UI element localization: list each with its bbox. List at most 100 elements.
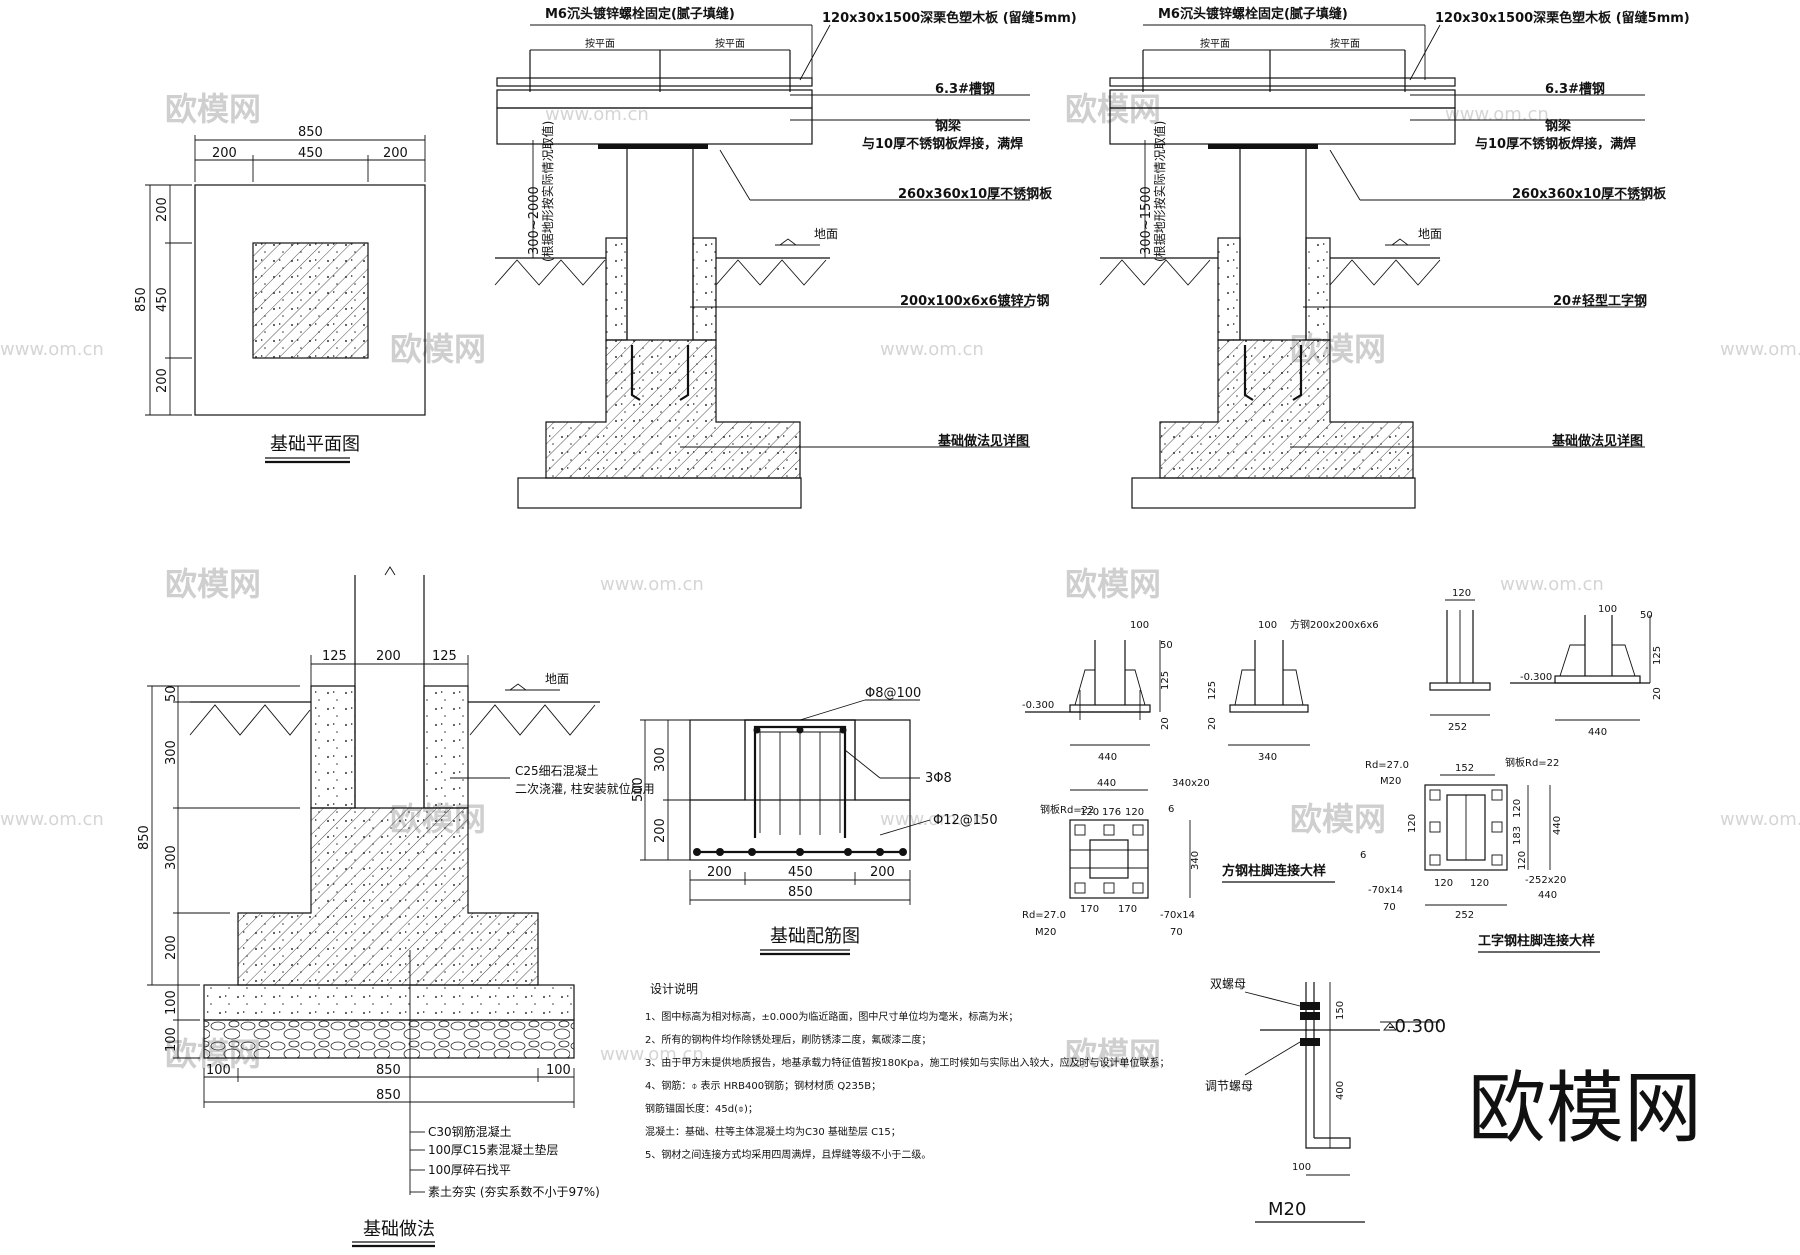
- ibeam-dim: 120: [1452, 588, 1471, 599]
- watermark-url: www.om.cn: [880, 339, 984, 360]
- section-a-height-note: (根据地形按实际情况取值): [540, 121, 555, 262]
- watermark-url: www.om.cn: [1445, 104, 1549, 125]
- square-label: Rd=27.0: [1022, 910, 1066, 921]
- plan-dim: 450: [155, 287, 170, 312]
- notes-item: 5、钢材之间连接方式均采用四周满焊，且焊缝等级不小于二级。: [645, 1148, 931, 1161]
- rebar-detail: Φ8@100 3Φ8 Φ12@150 500 300 200 200 450 2…: [631, 686, 998, 956]
- ibeam-label: -252x20: [1525, 875, 1566, 886]
- ibeam-column-detail: 120 252 -0.300 100 50 125 20 440 152 Rd=…: [1360, 588, 1663, 953]
- ibeam-dim: 120: [1407, 814, 1418, 833]
- watermark-brand: 欧模网: [390, 330, 486, 368]
- ibeam-dim: 70: [1383, 902, 1396, 913]
- section-a-column-label: 200x100x6x6镀锌方钢: [900, 293, 1050, 309]
- watermark-big-brand: 欧模网: [1468, 1064, 1702, 1154]
- ibeam-level: -0.300: [1520, 672, 1552, 683]
- foundation-left-dim: 300: [164, 845, 179, 870]
- rebar-label-top: Φ8@100: [865, 686, 921, 701]
- watermarks: 欧模网 欧模网 欧模网 欧模网 欧模网 欧模网 欧模网 欧模网 欧模网 欧模网 …: [0, 90, 1800, 1154]
- square-dim: 340: [1258, 752, 1277, 763]
- square-dim: 20: [1207, 717, 1218, 730]
- section-a-ground: 地面: [814, 227, 838, 241]
- square-dim: 170: [1118, 904, 1137, 915]
- plan-dim: 200: [212, 146, 237, 161]
- foundation-left-total: 850: [137, 825, 152, 850]
- square-dim: 340x20: [1172, 778, 1210, 789]
- square-dim: 170: [1080, 904, 1099, 915]
- section-a-board-label: 120x30x1500深栗色塑木板 (留缝5mm): [822, 10, 1077, 26]
- plan-total-dim: 850: [134, 287, 149, 312]
- foundation-plan: 850 200 450 200 850 200 450 200 基础平面图: [134, 125, 426, 464]
- square-dim: 125: [1160, 671, 1171, 690]
- section-a-beam-label: 钢梁: [935, 118, 962, 134]
- watermark-brand: 欧模网: [165, 565, 261, 603]
- watermark-url: www.om.cn: [1720, 339, 1800, 360]
- deck-dim-label: 按平面: [585, 37, 615, 50]
- section-b-height-note: (根据地形按实际情况取值): [1152, 121, 1167, 262]
- foundation-layer: 素土夯实 (夯实系数不小于97%): [428, 1184, 600, 1199]
- bolt-dim: 100: [1292, 1162, 1311, 1173]
- ibeam-dim: 252: [1455, 910, 1474, 921]
- watermark-url: www.om.cn: [880, 809, 984, 830]
- plan-title: 基础平面图: [270, 434, 360, 455]
- section-a-channel-label: 6.3#槽钢: [935, 81, 995, 97]
- foundation-bottom-dim: 100: [206, 1063, 231, 1078]
- ibeam-dim: 183: [1512, 826, 1523, 845]
- notes-item: 2、所有的钢构件均作除锈处理后，刷防锈漆二度，氟碳漆二度；: [645, 1033, 931, 1046]
- square-label: -70x14: [1160, 910, 1195, 921]
- square-detail-title: 方钢柱脚连接大样: [1222, 863, 1326, 879]
- rebar-bottom-dim: 200: [707, 865, 732, 880]
- ibeam-dim: 50: [1640, 610, 1653, 621]
- section-a-bolt-label: M6沉头镀锌螺栓固定(腻子填缝): [545, 6, 735, 22]
- rebar-label-stirrup: 3Φ8: [925, 771, 952, 786]
- foundation-ground: 地面: [545, 672, 569, 686]
- rebar-bottom-total: 850: [788, 885, 813, 900]
- design-notes: 设计说明 1、图中标高为相对标高，±0.000为临近路面，图中尺寸单位均为毫米，…: [645, 981, 1169, 1161]
- bolt-dim: 150: [1335, 1001, 1346, 1020]
- section-b-channel-label: 6.3#槽钢: [1545, 81, 1605, 97]
- watermark-brand: 欧模网: [1065, 565, 1161, 603]
- square-column-detail: -0.300 440 100 50 125 20 100 方钢200x200x6…: [1022, 618, 1379, 938]
- plan-total-dim: 850: [298, 125, 323, 140]
- square-dim: 70: [1170, 927, 1183, 938]
- foundation-top-dim: 125: [432, 649, 457, 664]
- plan-dim: 200: [155, 197, 170, 222]
- ibeam-dim: 440: [1588, 727, 1607, 738]
- square-dim: 125: [1207, 681, 1218, 700]
- foundation-top-dim: 200: [376, 649, 401, 664]
- foundation-left-dim: 100: [164, 990, 179, 1015]
- ibeam-detail-title: 工字钢柱脚连接大样: [1478, 933, 1595, 949]
- square-level: -0.300: [1022, 700, 1054, 711]
- section-b-height: 300~1500: [1139, 186, 1154, 255]
- foundation-left-dim: 300: [164, 740, 179, 765]
- section-b: 按平面 按平面 300~1500 (根据地形按实际情况取值) 地面 M6沉头镀锌…: [1099, 6, 1690, 509]
- section-a-height: 300~2000: [527, 186, 542, 255]
- foundation-concrete-note: C25细石混凝土: [515, 763, 599, 778]
- watermark-url: www.om.cn: [600, 574, 704, 595]
- notes-item: 3、由于甲方未提供地质报告，地基承载力特征值暂按180Kpa，施工时候如与实际出…: [645, 1056, 1169, 1069]
- notes-item: 4、钢筋：⌽ 表示 HRB400钢筋；钢材材质 Q235B；: [645, 1079, 881, 1092]
- rebar-bottom-dim: 450: [788, 865, 813, 880]
- foundation-title: 基础做法: [363, 1219, 435, 1240]
- square-dim: 100: [1258, 620, 1277, 631]
- section-b-column-label: 20#轻型工字钢: [1553, 293, 1647, 309]
- plan-dim: 450: [298, 146, 323, 161]
- ibeam-dim: 120: [1517, 851, 1528, 870]
- square-dim: 100: [1130, 620, 1149, 631]
- square-dim: 440: [1098, 752, 1117, 763]
- notes-item: 1、图中标高为相对标高，±0.000为临近路面，图中尺寸单位均为毫米，标高为米；: [645, 1010, 1018, 1023]
- ibeam-dim: 440: [1552, 816, 1563, 835]
- ibeam-label: -70x14: [1368, 885, 1403, 896]
- square-dim: 120: [1080, 807, 1099, 818]
- rebar-left-dim: 300: [653, 747, 668, 772]
- rebar-bottom-dim: 200: [870, 865, 895, 880]
- ibeam-label: Rd=27.0: [1365, 760, 1409, 771]
- ibeam-dim: 100: [1598, 604, 1617, 615]
- foundation-left-dim: 100: [164, 1027, 179, 1052]
- section-a-footing-label: 基础做法见详图: [937, 433, 1029, 449]
- section-b-footing-label: 基础做法见详图: [1551, 433, 1643, 449]
- deck-dim-label: 按平面: [1330, 37, 1360, 50]
- square-dim: 120: [1125, 807, 1144, 818]
- square-dim: 50: [1160, 640, 1173, 651]
- ibeam-label: 钢板Rd=22: [1505, 756, 1559, 769]
